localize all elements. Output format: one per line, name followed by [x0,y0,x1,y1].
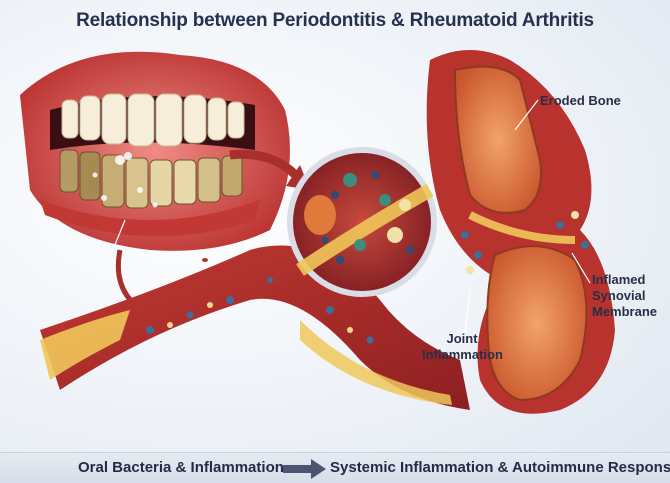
joint-inflammation-label: Joint Inflammation [422,331,502,363]
inflamed-synovial-membrane-label: Inflamed Synovial Membrane [592,272,657,320]
synovial-line-3: Membrane [592,304,657,320]
magnified-view [290,150,434,294]
upper-teeth [62,94,244,146]
flow-arrow-icon [283,458,327,480]
joint-line-2: Inflammation [422,347,502,363]
page-title: Relationship between Periodontitis & Rhe… [0,10,670,32]
eroded-bone-label: Eroded Bone [540,93,621,109]
footer-left-label: Oral Bacteria & Inflammation [78,459,284,476]
joint-line-1: Joint [422,331,502,347]
footer-right-label: Systemic Inflammation & Autoimmune Respo… [330,459,670,476]
synovial-line-1: Inflamed [592,272,657,288]
synovial-line-2: Synovial [592,288,657,304]
